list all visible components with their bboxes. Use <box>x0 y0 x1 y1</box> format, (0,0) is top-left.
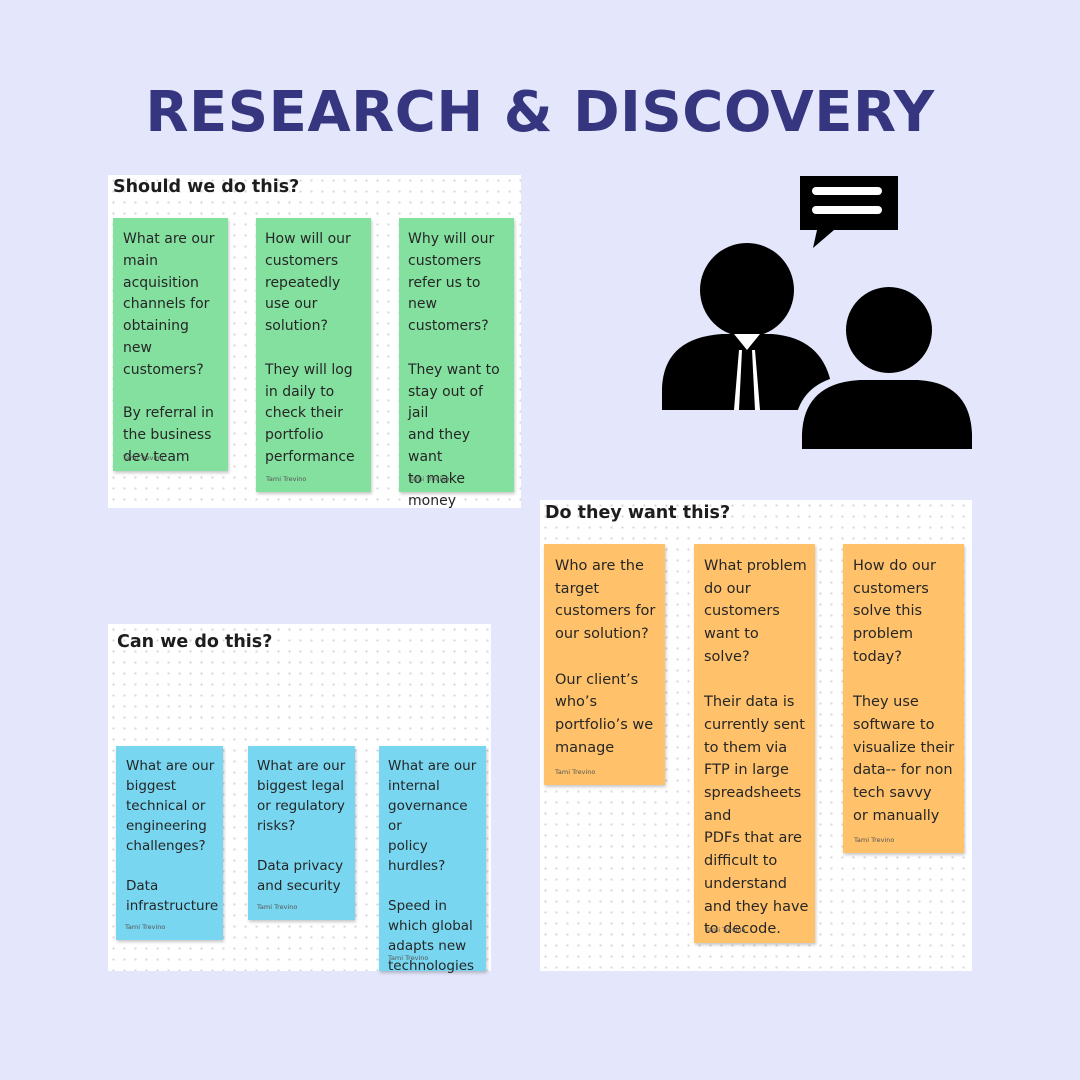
note-question: Why will our customers refer us to new c… <box>408 231 495 335</box>
board-title: Should we do this? <box>113 177 300 197</box>
note-question: What are our internal governance or poli… <box>388 758 477 874</box>
note-answer: Our client’s who’s portfolio’s we manage <box>555 671 654 756</box>
note-answer: Speed in which global adapts new technol… <box>388 898 475 974</box>
note-question: Who are the target customers for our sol… <box>555 558 656 643</box>
note-author: Tami Trevino <box>555 768 596 776</box>
note-answer: Their data is currently sent to them via… <box>704 694 809 938</box>
sticky-note-technical[interactable]: What are our biggest technical or engine… <box>116 746 223 940</box>
page-title: RESEARCH & DISCOVERY <box>145 80 935 145</box>
note-question: What are our biggest technical or engine… <box>126 758 215 854</box>
people-conversation-icon <box>662 176 976 454</box>
board-should-we-do-this: Should we do this? What are our main acq… <box>108 175 521 509</box>
note-answer: Data privacy and security <box>257 858 344 894</box>
note-author: Tami Trevino <box>125 923 166 931</box>
note-answer: By referral in the business dev team <box>123 405 214 465</box>
sticky-note-legal[interactable]: What are our biggest legal or regulatory… <box>248 746 355 920</box>
note-question: What are our main acquisition channels f… <box>123 231 215 378</box>
note-answer: They use software to visualize their dat… <box>853 694 955 824</box>
note-author: Tami Trevino <box>854 836 895 844</box>
note-author: Tami Trevino <box>257 903 298 911</box>
note-question: What are our biggest legal or regulatory… <box>257 758 346 834</box>
sticky-note-governance[interactable]: What are our internal governance or poli… <box>379 746 486 974</box>
sticky-note-referral[interactable]: Why will our customers refer us to new c… <box>399 218 514 509</box>
sticky-note-solve-today[interactable]: How do our customers solve this problem … <box>843 544 964 853</box>
note-answer: They will log in daily to check their po… <box>265 361 355 465</box>
sticky-note-target-customers[interactable]: Who are the target customers for our sol… <box>544 544 665 785</box>
note-question: What problem do our customers want to so… <box>704 558 807 665</box>
sticky-note-problem[interactable]: What problem do our customers want to so… <box>694 544 815 943</box>
note-author: Tami Trevino <box>409 475 450 483</box>
note-author: Tami Trevino <box>388 954 429 962</box>
note-question: How will our customers repeatedly use ou… <box>265 231 351 335</box>
sticky-note-repeat-use[interactable]: How will our customers repeatedly use ou… <box>256 218 371 492</box>
note-question: How do our customers solve this problem … <box>853 558 936 665</box>
board-can-we-do-this: Can we do this? What are our biggest tec… <box>108 624 491 974</box>
note-answer: They want to stay out of jail and they w… <box>408 361 500 509</box>
speech-bubble-icon <box>800 176 898 248</box>
board-title: Do they want this? <box>545 503 731 523</box>
sticky-note-acquisition[interactable]: What are our main acquisition channels f… <box>113 218 228 471</box>
note-author: Tami Trevino <box>266 475 307 483</box>
board-title: Can we do this? <box>117 632 273 652</box>
note-author: Tami Trevino <box>123 454 164 462</box>
note-answer: Data infrastructure <box>126 878 219 914</box>
note-author: Tami Trevino <box>705 926 746 934</box>
board-do-they-want-this: Do they want this? Who are the target cu… <box>540 500 972 971</box>
